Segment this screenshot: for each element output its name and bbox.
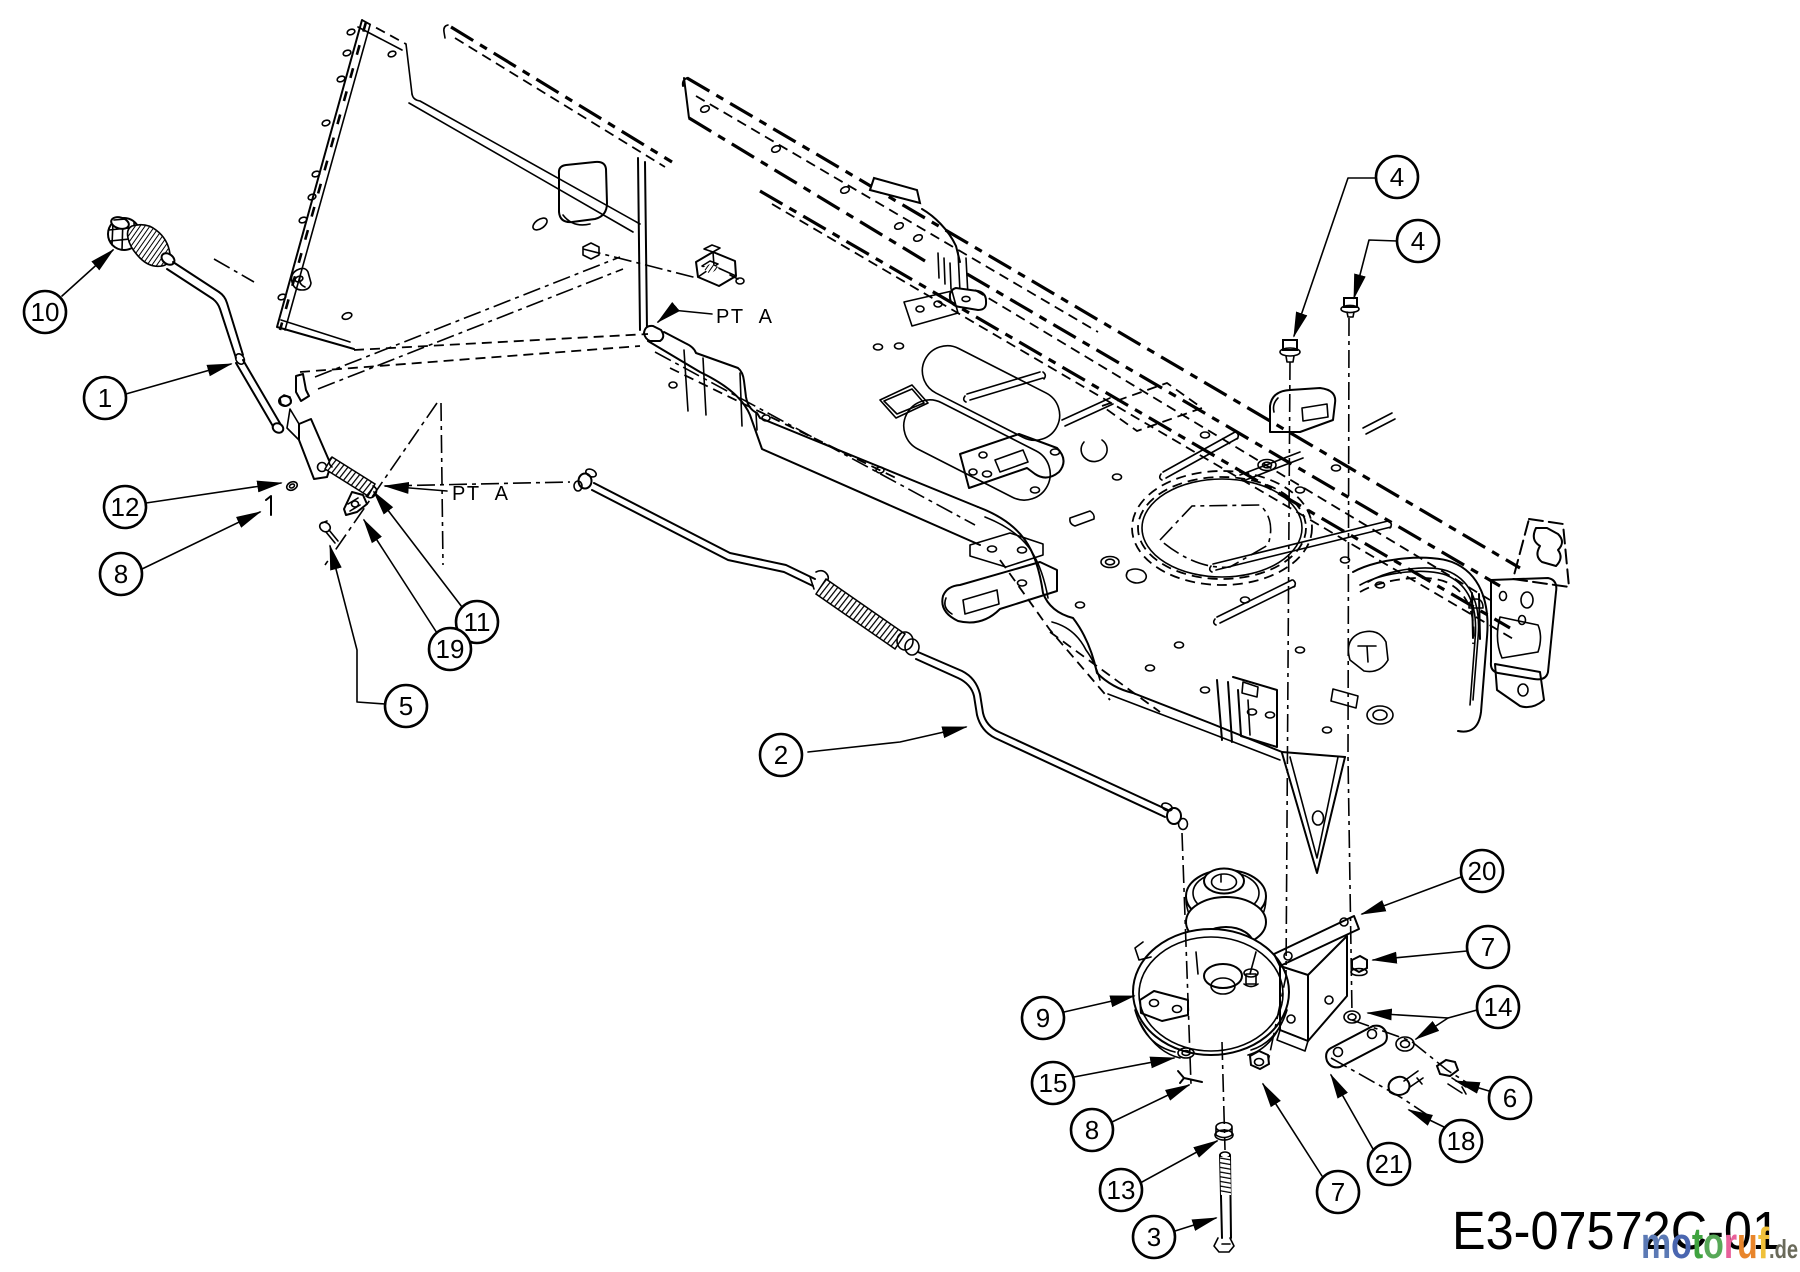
svg-text:3: 3 bbox=[1147, 1222, 1161, 1252]
svg-text:7: 7 bbox=[1331, 1177, 1345, 1207]
svg-text:2: 2 bbox=[774, 740, 788, 770]
svg-text:motoruf.de: motoruf.de bbox=[1641, 1219, 1798, 1268]
svg-text:20: 20 bbox=[1468, 856, 1497, 886]
svg-text:9: 9 bbox=[1036, 1003, 1050, 1033]
svg-text:6: 6 bbox=[1503, 1083, 1517, 1113]
svg-text:8: 8 bbox=[114, 559, 128, 589]
svg-text:18: 18 bbox=[1447, 1126, 1476, 1156]
svg-text:4: 4 bbox=[1390, 162, 1404, 192]
svg-text:10: 10 bbox=[31, 297, 60, 327]
svg-text:PT A: PT A bbox=[452, 483, 510, 505]
svg-text:19: 19 bbox=[436, 634, 465, 664]
svg-text:7: 7 bbox=[1481, 932, 1495, 962]
svg-text:15: 15 bbox=[1039, 1068, 1068, 1098]
svg-text:14: 14 bbox=[1484, 992, 1513, 1022]
svg-text:12: 12 bbox=[111, 492, 140, 522]
svg-text:PT A: PT A bbox=[716, 306, 774, 328]
svg-text:4: 4 bbox=[1411, 226, 1425, 256]
svg-text:11: 11 bbox=[464, 607, 491, 637]
svg-text:13: 13 bbox=[1107, 1175, 1136, 1205]
svg-text:21: 21 bbox=[1375, 1149, 1404, 1179]
svg-text:E3-07572C-01: E3-07572C-01 bbox=[1452, 1201, 1780, 1261]
svg-text:5: 5 bbox=[399, 691, 413, 721]
svg-text:8: 8 bbox=[1085, 1115, 1099, 1145]
svg-text:1: 1 bbox=[98, 383, 112, 413]
